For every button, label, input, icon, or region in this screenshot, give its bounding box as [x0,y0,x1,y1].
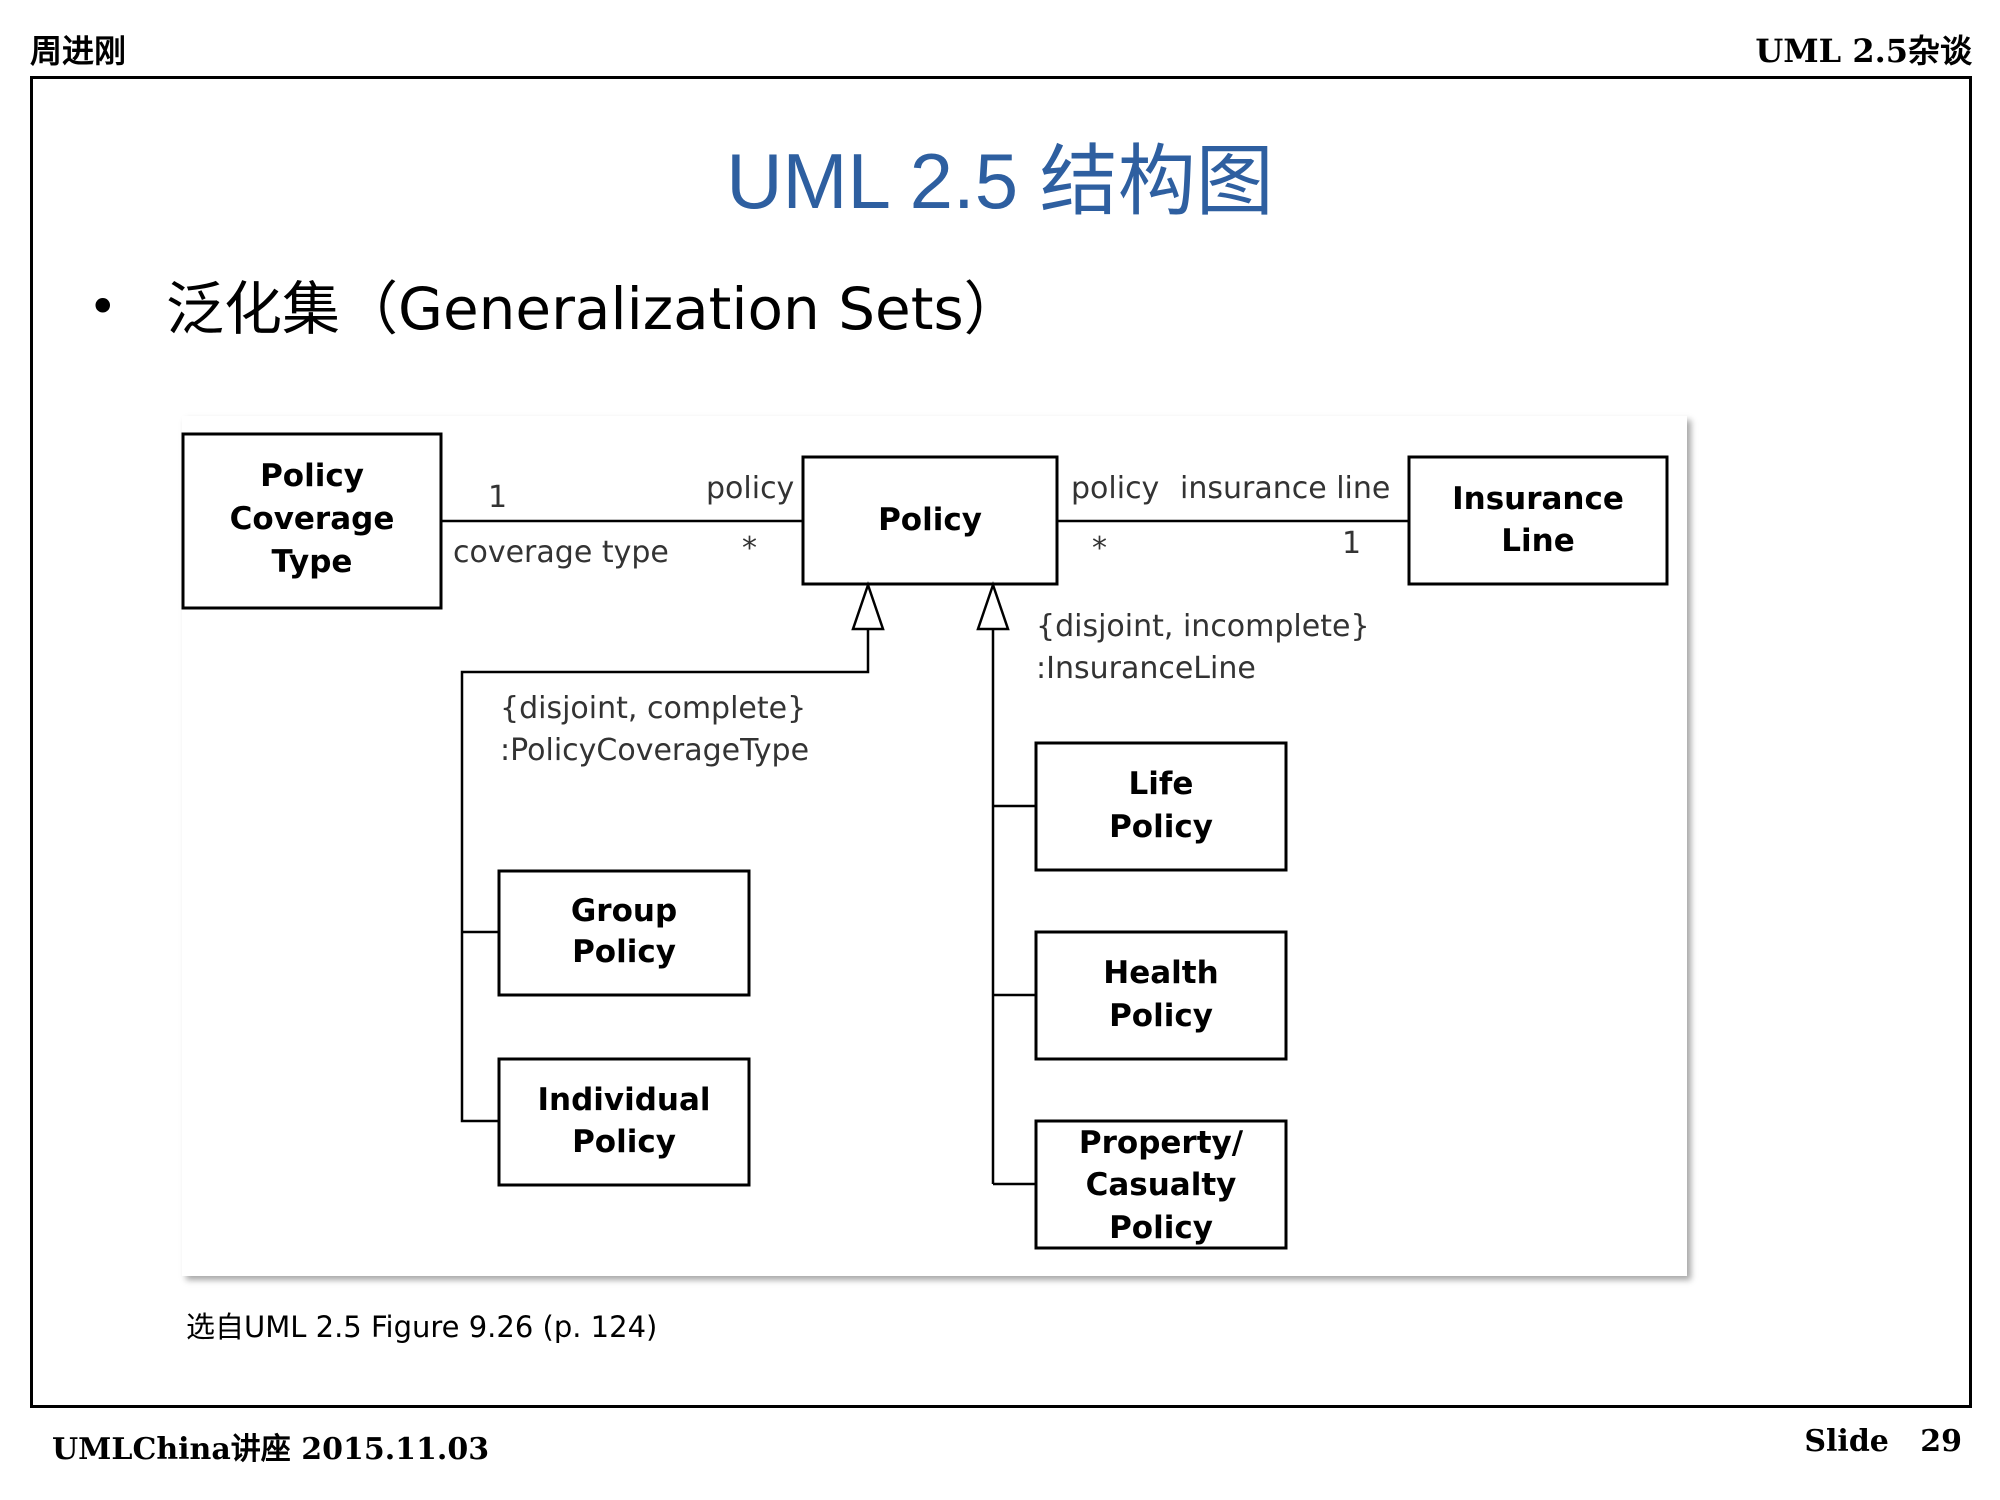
footer-event: UMLChina讲座 2015.11.03 [52,1432,490,1467]
role-label: coverage type [453,535,669,570]
multiplicity-label: * [742,531,757,566]
class-box-insurance-line [1407,455,1669,586]
class-name-line: Group [571,893,677,929]
slide-label: Slide [1804,1424,1889,1459]
generalization-line-left [460,629,870,1123]
footer-slide-number: Slide 29 [1804,1424,1962,1459]
role-label: insurance line [1180,471,1390,506]
header-topic: UML 2.5杂谈 [1755,32,1972,70]
slide-title: UML 2.5 结构图 [726,137,1274,225]
class-name-line: Property/ [1079,1125,1244,1161]
header-author: 周进刚 [30,32,127,70]
class-name-line: Policy [878,502,982,538]
class-name-line: Policy [1109,998,1213,1034]
class-name-line: Health [1103,955,1218,991]
class-box-health-policy [1034,930,1288,1061]
generalization-set-constraint: {disjoint, incomplete} [1036,609,1370,644]
class-name-line: Line [1501,523,1574,559]
bullet-text: 泛化集（Generalization Sets） [166,275,1022,343]
class-name-line: Coverage [230,501,395,537]
class-box-individual-policy [497,1057,751,1187]
class-name-line: Policy [572,1124,676,1160]
multiplicity-label: * [1092,531,1107,566]
role-label: policy [1071,471,1159,506]
class-name-line: Policy [572,934,676,970]
class-name-line: Casualty [1086,1167,1237,1203]
class-name-line: Insurance [1452,481,1624,517]
role-label: policy [706,471,794,506]
class-name-line: Policy [260,458,364,494]
class-name-line: Life [1129,766,1194,802]
bullet-dot: • [88,278,118,336]
generalization-set-name: :InsuranceLine [1036,651,1256,686]
generalization-set-constraint: {disjoint, complete} [500,691,806,726]
class-name-line: Policy [1109,809,1213,845]
uml-diagram-panel [182,416,1687,1276]
multiplicity-label: 1 [1342,526,1361,561]
class-box-life-policy [1034,741,1288,872]
multiplicity-label: 1 [488,480,507,515]
class-name-line: Individual [537,1082,710,1118]
slide-number: 29 [1920,1424,1962,1459]
class-name-line: Policy [1109,1210,1213,1246]
class-box-group-policy [497,869,751,997]
generalization-arrowhead-right [976,581,1010,631]
figure-caption: 选自UML 2.5 Figure 9.26 (p. 124) [186,1310,658,1344]
slide-frame [30,76,1972,1408]
generalization-set-name: :PolicyCoverageType [500,733,809,768]
generalization-arrowhead-left [851,581,885,631]
class-name-line: Type [272,544,353,580]
